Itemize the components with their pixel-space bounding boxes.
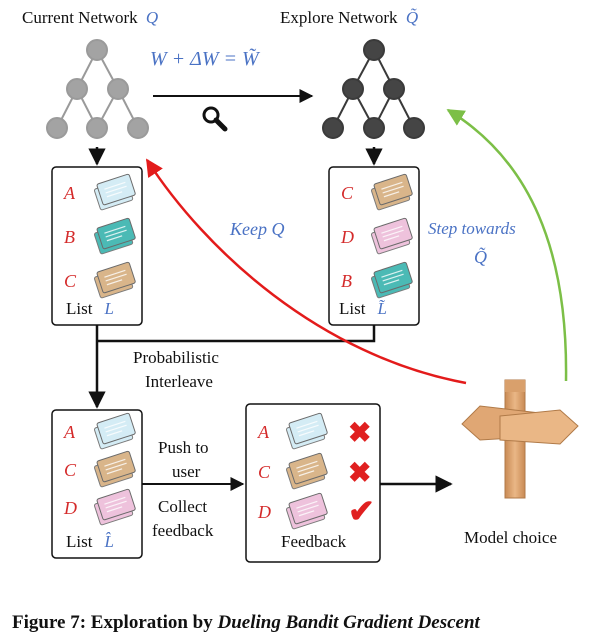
list-item: C✖ xyxy=(258,452,371,490)
push-label-line1: Push to xyxy=(158,438,209,457)
model-choice-label: Model choice xyxy=(464,528,557,547)
update-equation: W + ΔW = W̃ xyxy=(150,47,261,70)
item-letter: C xyxy=(258,462,271,482)
list-item: C xyxy=(64,450,136,488)
item-letter: A xyxy=(257,422,270,442)
network-node xyxy=(363,39,385,61)
keep-label: Keep Q xyxy=(229,219,284,239)
explore-network-graph xyxy=(322,39,425,139)
network-node xyxy=(342,78,364,100)
document-icon xyxy=(371,261,413,299)
network-node xyxy=(322,117,344,139)
document-icon xyxy=(94,173,136,211)
document-icon xyxy=(286,412,328,450)
push-label-line2: user xyxy=(172,462,201,481)
item-letter: D xyxy=(340,227,354,247)
step-label-line1: Step towards xyxy=(428,219,516,238)
item-letter: B xyxy=(341,271,352,291)
list-item: B xyxy=(64,217,136,255)
network-node xyxy=(86,117,108,139)
feedback-label: Feedback xyxy=(281,532,347,551)
current-network-graph xyxy=(46,39,149,139)
magnifier-icon xyxy=(202,106,228,132)
network-node xyxy=(107,78,129,100)
document-icon xyxy=(94,450,136,488)
explore-network-title: Explore Network Q̃ xyxy=(280,8,418,27)
interleave-label-line2: Interleave xyxy=(145,372,213,391)
interleave-label-line1: Probabilistic xyxy=(133,348,219,367)
collect-label-line1: Collect xyxy=(158,497,207,516)
list-item: A✖ xyxy=(257,412,371,450)
interleave-connector xyxy=(88,325,376,409)
item-letter: B xyxy=(64,227,75,247)
network-node xyxy=(363,117,385,139)
keep-q-arrow xyxy=(145,158,467,385)
list-item: A xyxy=(63,412,136,450)
document-icon xyxy=(371,217,413,255)
document-icon xyxy=(94,488,136,526)
item-letter: A xyxy=(63,422,76,442)
list-item: C xyxy=(64,261,136,299)
document-icon xyxy=(286,492,328,530)
list-item: B xyxy=(341,261,413,299)
item-letter: D xyxy=(63,498,77,518)
list-item: D✔ xyxy=(257,492,375,530)
network-node xyxy=(66,78,88,100)
item-letter: A xyxy=(63,183,76,203)
document-icon xyxy=(94,217,136,255)
cross-icon: ✖ xyxy=(348,458,371,489)
list-item: A xyxy=(63,173,136,211)
document-icon xyxy=(286,452,328,490)
collect-label-line2: feedback xyxy=(152,521,214,540)
network-node xyxy=(86,39,108,61)
network-node xyxy=(127,117,149,139)
step-towards-arrow xyxy=(446,108,568,382)
cross-icon: ✖ xyxy=(348,418,371,449)
check-icon: ✔ xyxy=(348,493,375,529)
item-letter: C xyxy=(64,271,77,291)
network-node xyxy=(403,117,425,139)
figure-caption: Figure 7: Exploration by Dueling Bandit … xyxy=(12,612,481,633)
item-letter: C xyxy=(341,183,354,203)
item-letter: D xyxy=(257,502,271,522)
network-node xyxy=(383,78,405,100)
list-item: D xyxy=(340,217,413,255)
network-node xyxy=(46,117,68,139)
list-item: C xyxy=(341,173,413,211)
document-icon xyxy=(371,173,413,211)
item-letter: C xyxy=(64,460,77,480)
signpost-icon xyxy=(461,379,579,499)
document-icon xyxy=(94,261,136,299)
step-label-line2: Q̃ xyxy=(474,247,487,267)
document-icon xyxy=(94,412,136,450)
current-network-title: Current Network Q xyxy=(22,8,158,27)
list-item: D xyxy=(63,488,136,526)
